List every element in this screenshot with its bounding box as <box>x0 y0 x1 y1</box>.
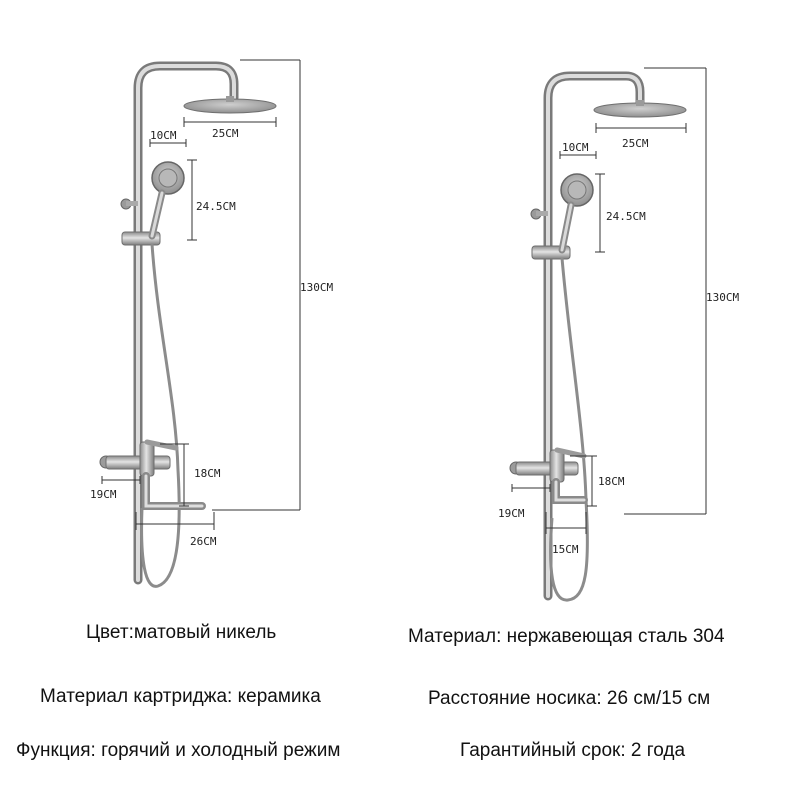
left-handset-height-label: 24.5CM <box>196 200 236 213</box>
left-spout-length-label: 26CM <box>190 535 217 548</box>
left-dimension-lines <box>101 59 301 530</box>
spec-cartridge: Материал картриджа: керамика <box>40 686 321 707</box>
left-valve-depth-label: 19CM <box>90 488 117 501</box>
left-total-height-label: 130CM <box>300 281 333 294</box>
right-valve-depth-label: 19CM <box>498 507 525 520</box>
spec-spout-distance: Расстояние носика: 26 см/15 см <box>428 688 711 709</box>
right-dimension-lines <box>511 67 707 534</box>
right-handset-height-label: 24.5CM <box>606 210 646 223</box>
right-arm-length-label: 10CM <box>562 141 589 154</box>
left-hose <box>140 243 181 588</box>
spec-warranty: Гарантийный срок: 2 года <box>460 740 686 761</box>
left-head-width-label: 25CM <box>212 127 239 140</box>
right-riser-pipe <box>543 71 645 601</box>
left-mixer-valve <box>105 455 171 470</box>
spec-function: Функция: горячий и холодный режим <box>16 740 341 761</box>
right-mixer-valve <box>515 461 579 476</box>
right-valve-height-label: 18CM <box>598 475 625 488</box>
left-tub-spout <box>142 472 206 510</box>
right-shower-unit: 25CM 10CM 24.5CM 130CM 18CM 19CM 15CM <box>498 67 739 602</box>
right-hose <box>549 257 589 602</box>
right-head-width-label: 25CM <box>622 137 649 150</box>
right-total-height-label: 130CM <box>706 291 739 304</box>
left-shower-unit: 25CM 10CM 24.5CM 130CM 18CM 19CM 26CM <box>90 59 333 588</box>
left-arm-length-label: 10CM <box>150 129 177 142</box>
right-tub-spout <box>552 478 588 504</box>
left-valve-height-label: 18CM <box>194 467 221 480</box>
right-spout-length-label: 15CM <box>552 543 579 556</box>
spec-color: Цвет:матовый никель <box>86 622 277 643</box>
spec-material: Материал: нержавеющая сталь 304 <box>408 626 725 647</box>
